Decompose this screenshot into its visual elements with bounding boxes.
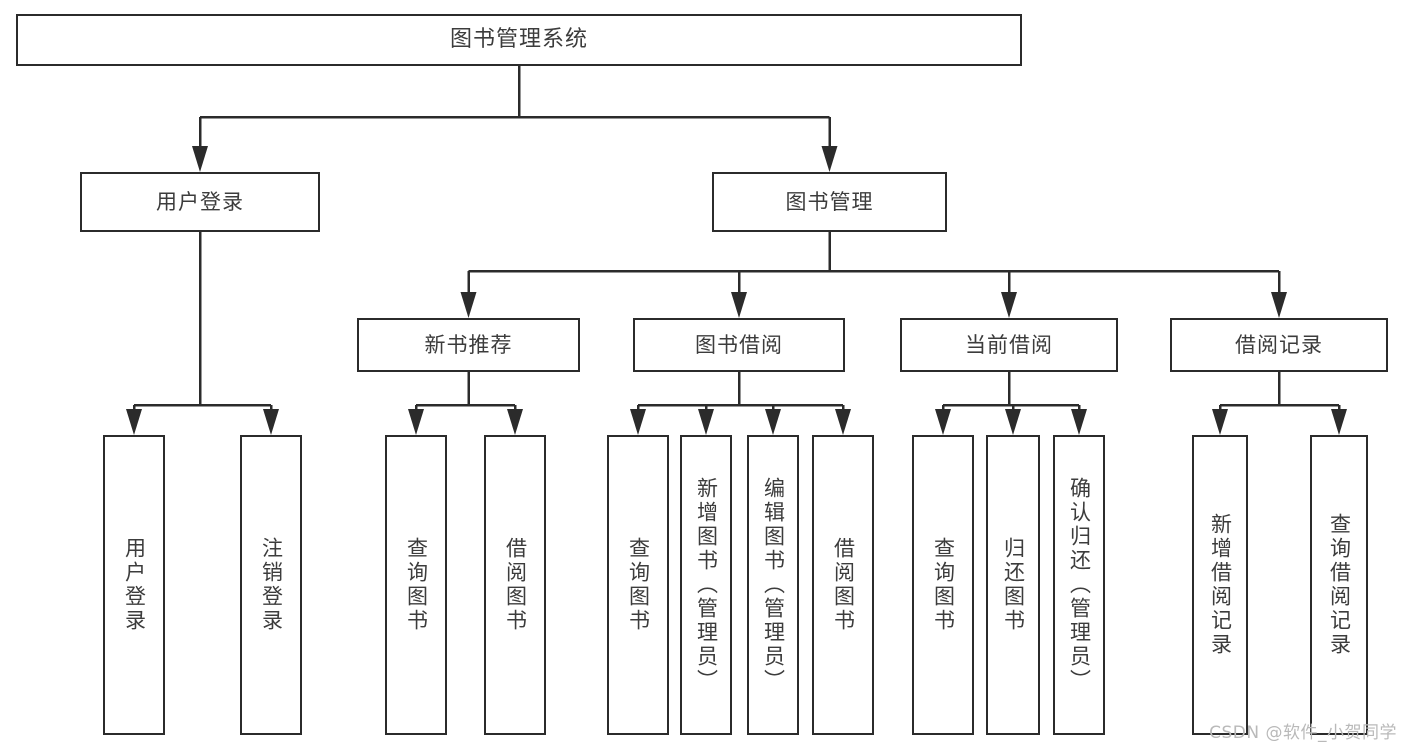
- node-label: 查询图书: [626, 537, 651, 633]
- node-label: 图书管理: [785, 189, 874, 214]
- node-label: 用户登录: [122, 537, 147, 633]
- node-label: 查询图书: [931, 537, 956, 633]
- node-current-borrow[interactable]: 当前借阅: [900, 318, 1118, 372]
- node-leaf-borrow-book-1[interactable]: 借阅图书: [484, 435, 546, 735]
- watermark: CSDN @软件_小贺同学: [1209, 723, 1397, 743]
- node-label: 查询借阅记录: [1327, 513, 1352, 657]
- node-label: 新书推荐: [424, 332, 513, 357]
- node-label: 图书管理系统: [449, 27, 588, 53]
- node-borrow-record[interactable]: 借阅记录: [1170, 318, 1388, 372]
- node-book-borrow[interactable]: 图书借阅: [633, 318, 845, 372]
- node-book-manage[interactable]: 图书管理: [712, 172, 947, 232]
- node-new-book-rec[interactable]: 新书推荐: [357, 318, 580, 372]
- node-label: 注销登录: [259, 537, 284, 633]
- node-label: 借阅图书: [831, 537, 856, 633]
- node-label: 归还图书: [1001, 537, 1026, 633]
- node-leaf-user-login[interactable]: 用户登录: [103, 435, 165, 735]
- node-label: 确认归还（管理员）: [1067, 477, 1092, 693]
- node-label: 借阅记录: [1235, 332, 1323, 357]
- node-user-login[interactable]: 用户登录: [80, 172, 320, 232]
- node-leaf-logout[interactable]: 注销登录: [240, 435, 302, 735]
- node-label: 用户登录: [156, 189, 244, 214]
- node-leaf-return-book[interactable]: 归还图书: [986, 435, 1040, 735]
- node-root[interactable]: 图书管理系统: [16, 14, 1022, 66]
- node-label: 借阅图书: [503, 537, 528, 633]
- node-label: 查询图书: [404, 537, 429, 633]
- node-leaf-edit-book[interactable]: 编辑图书（管理员）: [747, 435, 799, 735]
- node-leaf-query-book-1[interactable]: 查询图书: [385, 435, 447, 735]
- node-label: 新增图书（管理员）: [694, 477, 719, 693]
- node-leaf-query-book-2[interactable]: 查询图书: [607, 435, 669, 735]
- node-leaf-query-book-3[interactable]: 查询图书: [912, 435, 974, 735]
- node-leaf-add-record[interactable]: 新增借阅记录: [1192, 435, 1248, 735]
- node-label: 当前借阅: [965, 332, 1053, 357]
- node-label: 新增借阅记录: [1208, 513, 1233, 657]
- node-leaf-borrow-book-2[interactable]: 借阅图书: [812, 435, 874, 735]
- node-leaf-confirm-return[interactable]: 确认归还（管理员）: [1053, 435, 1105, 735]
- node-label: 编辑图书（管理员）: [761, 477, 786, 693]
- node-leaf-add-book[interactable]: 新增图书（管理员）: [680, 435, 732, 735]
- node-leaf-query-record[interactable]: 查询借阅记录: [1310, 435, 1368, 735]
- node-label: 图书借阅: [695, 332, 783, 357]
